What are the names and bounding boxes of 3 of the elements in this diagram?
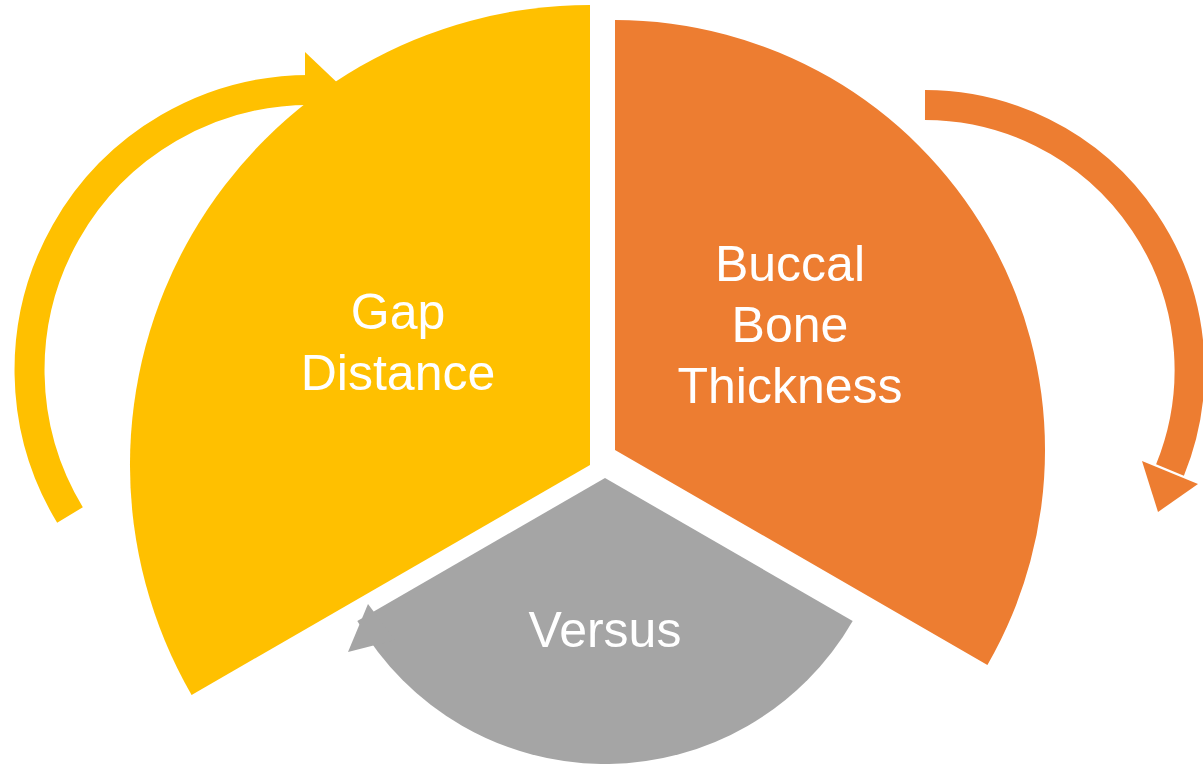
segment-label: Buccal Bone Thickness <box>676 234 904 416</box>
segment-label: Gap Distance <box>299 283 497 403</box>
segment-label: Versus <box>527 600 683 660</box>
